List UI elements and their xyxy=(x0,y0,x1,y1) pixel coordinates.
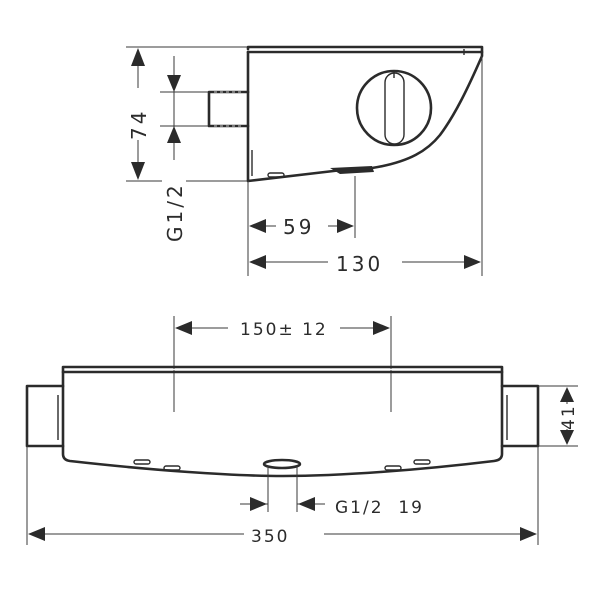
arrow-up-icon xyxy=(131,48,145,66)
dim-label-150-pm-12: 150± 12 xyxy=(240,320,328,340)
arrow-right-icon xyxy=(520,527,537,541)
dim-label-41: 41 xyxy=(559,404,579,430)
dim-label-74: 74 xyxy=(127,109,151,140)
dim-label-59: 59 xyxy=(283,215,314,239)
arrow-right-icon xyxy=(464,255,481,269)
outlet-nozzle xyxy=(330,166,374,174)
arrow-left-icon xyxy=(175,321,192,335)
dim-label-inlet-thread: G1/2 xyxy=(163,182,187,242)
arrow-left-icon xyxy=(249,255,266,269)
arrow-left-icon xyxy=(249,219,266,233)
side-view: 74 G1/2 59 xyxy=(126,45,484,276)
dim-label-outlet-thread: G1/2 19 xyxy=(335,498,424,518)
outlet-port xyxy=(262,458,302,470)
mixer-body xyxy=(61,370,504,478)
body-profile xyxy=(246,50,484,183)
top-shelf xyxy=(246,45,484,54)
knob-grip xyxy=(384,72,405,145)
arrow-left-icon xyxy=(298,497,315,511)
temperature-knob xyxy=(355,69,433,147)
front-view: 150± 12 G1/2 19 41 xyxy=(25,314,579,548)
arrow-down-icon xyxy=(131,162,145,180)
arrow-right-icon xyxy=(337,219,354,233)
dim-label-130: 130 xyxy=(336,252,383,276)
arrow-right-icon xyxy=(373,321,390,335)
dim-label-350: 350 xyxy=(251,527,289,547)
arrow-left-icon xyxy=(28,527,45,541)
bottom-detail xyxy=(267,172,285,178)
right-end-cap xyxy=(500,384,540,448)
arrow-down-icon xyxy=(560,430,574,445)
arrow-up-icon xyxy=(560,387,574,402)
arrow-up-icon xyxy=(167,126,181,143)
arrow-right-icon xyxy=(250,497,267,511)
inlet-stub xyxy=(207,90,250,128)
arrow-down-icon xyxy=(167,75,181,92)
left-end-cap xyxy=(25,384,65,448)
